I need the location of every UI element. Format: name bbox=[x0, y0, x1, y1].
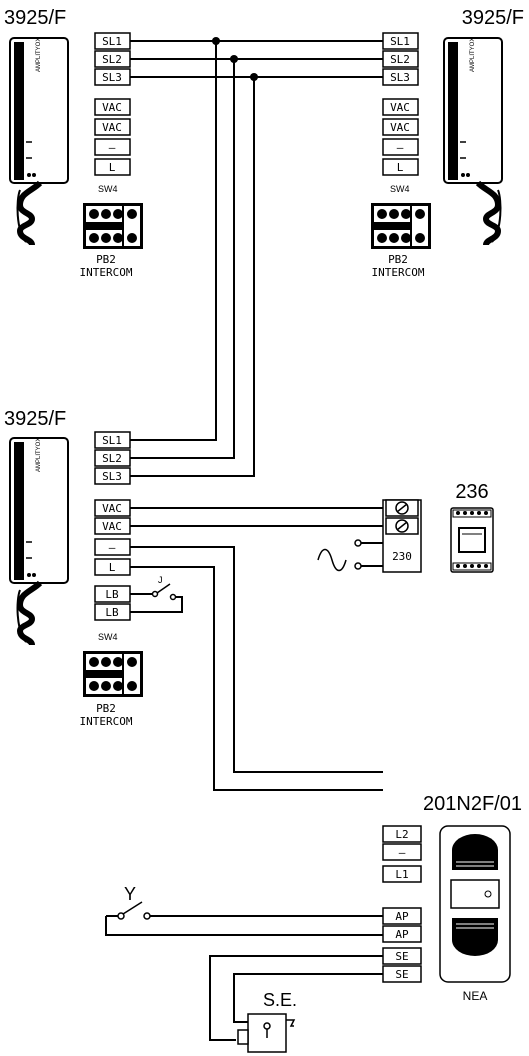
panel-term-l1: L1 bbox=[395, 868, 408, 881]
monitor-1-model: 3925/F bbox=[4, 7, 66, 29]
door-panel-name: NEA bbox=[463, 989, 488, 1003]
m2-term-sl1: SL1 bbox=[390, 35, 410, 48]
monitor-1-switch-label: PB2 bbox=[96, 253, 116, 266]
switch-y-label: Y bbox=[124, 884, 136, 904]
monitor-1-switch-sub: INTERCOM bbox=[80, 266, 133, 279]
m2-term-sl3: SL3 bbox=[390, 71, 410, 84]
monitor-2-switch-sub: INTERCOM bbox=[372, 266, 425, 279]
monitor-1-handset-icon: AMPLITYOX bbox=[9, 37, 69, 246]
m3-term-lb-2: LB bbox=[105, 606, 119, 619]
switch-y-icon bbox=[117, 901, 151, 920]
door-panel-icon bbox=[439, 825, 511, 983]
m2-term-l: L bbox=[397, 161, 404, 174]
panel-term-se-2: SE bbox=[395, 968, 408, 981]
monitor-3-handset-icon: AMPLITYOX bbox=[9, 437, 69, 646]
m1-term-minus: — bbox=[109, 141, 116, 154]
monitor-3-switch-label: PB2 bbox=[96, 702, 116, 715]
lock-label: S.E. bbox=[263, 990, 297, 1010]
panel-term-l2: L2 bbox=[395, 828, 408, 841]
m3-term-lb-1: LB bbox=[105, 588, 119, 601]
m1-term-l: L bbox=[109, 161, 116, 174]
power-supply-din-module-icon bbox=[450, 507, 494, 573]
m2-term-minus: — bbox=[397, 141, 404, 154]
door-panel-wires bbox=[105, 915, 383, 1041]
monitor-3-jumper-label: SW4 bbox=[98, 632, 118, 642]
m1-term-sl3: SL3 bbox=[102, 71, 122, 84]
m3-term-vac-1: VAC bbox=[102, 502, 122, 515]
monitor-2-model: 3925/F bbox=[462, 7, 524, 29]
mains-voltage-label: 230 bbox=[392, 550, 412, 563]
electric-lock-icon bbox=[237, 1013, 296, 1053]
panel-term-ap-2: AP bbox=[395, 928, 409, 941]
power-supply-model: 236 bbox=[455, 481, 488, 503]
monitor-2-jumper-label: SW4 bbox=[390, 184, 410, 194]
bus-wires bbox=[130, 37, 383, 791]
m2-term-vac-1: VAC bbox=[390, 101, 410, 114]
panel-term-se-1: SE bbox=[395, 950, 408, 963]
m1-term-sl1: SL1 bbox=[102, 35, 122, 48]
door-panel-model: 201N2F/01 bbox=[423, 793, 522, 815]
m1-term-sl2: SL2 bbox=[102, 53, 122, 66]
monitor-1-brand: AMPLITYOX bbox=[36, 38, 42, 72]
m1-term-vac-1: VAC bbox=[102, 101, 122, 114]
monitor-3-dip-switch bbox=[83, 651, 143, 697]
mains-input-icon bbox=[317, 539, 383, 572]
monitor-2-terminal-strip: SL1 SL2 SL3 VAC VAC — L bbox=[382, 32, 419, 176]
m1-term-vac-2: VAC bbox=[102, 121, 122, 134]
m3-term-minus: — bbox=[109, 541, 116, 554]
m3-term-vac-2: VAC bbox=[102, 520, 122, 533]
jumper-j-switch-icon bbox=[151, 583, 177, 601]
monitor-1-terminal-strip: SL1 SL2 SL3 VAC VAC — L bbox=[94, 32, 131, 176]
monitor-1-jumper-label: SW4 bbox=[98, 184, 118, 194]
panel-term-minus: — bbox=[399, 846, 406, 859]
m3-term-sl3: SL3 bbox=[102, 470, 122, 483]
monitor-2-handset-icon: AMPLITYOX bbox=[443, 37, 503, 246]
m2-term-vac-2: VAC bbox=[390, 121, 410, 134]
monitor-3-switch-sub: INTERCOM bbox=[80, 715, 133, 728]
monitor-2-brand: AMPLITYOX bbox=[470, 38, 476, 72]
monitor-3-model: 3925/F bbox=[4, 408, 66, 430]
monitor-3-terminal-strip: SL1 SL2 SL3 VAC VAC — L LB LB bbox=[94, 431, 131, 621]
jumper-j-label: J bbox=[158, 575, 163, 585]
monitor-1-dip-switch bbox=[83, 203, 143, 249]
m3-term-l: L bbox=[109, 561, 116, 574]
monitor-3-brand: AMPLITYOX bbox=[36, 438, 42, 472]
monitor-2-dip-switch bbox=[371, 203, 431, 249]
door-panel-terminal-strip: L2 — L1 AP AP SE SE bbox=[382, 825, 422, 983]
monitor-2-switch-label: PB2 bbox=[388, 253, 408, 266]
m3-term-sl2: SL2 bbox=[102, 452, 122, 465]
m2-term-sl2: SL2 bbox=[390, 53, 410, 66]
panel-term-ap-1: AP bbox=[395, 910, 409, 923]
power-terminal-block: 230 bbox=[382, 499, 422, 573]
m3-term-sl1: SL1 bbox=[102, 434, 122, 447]
